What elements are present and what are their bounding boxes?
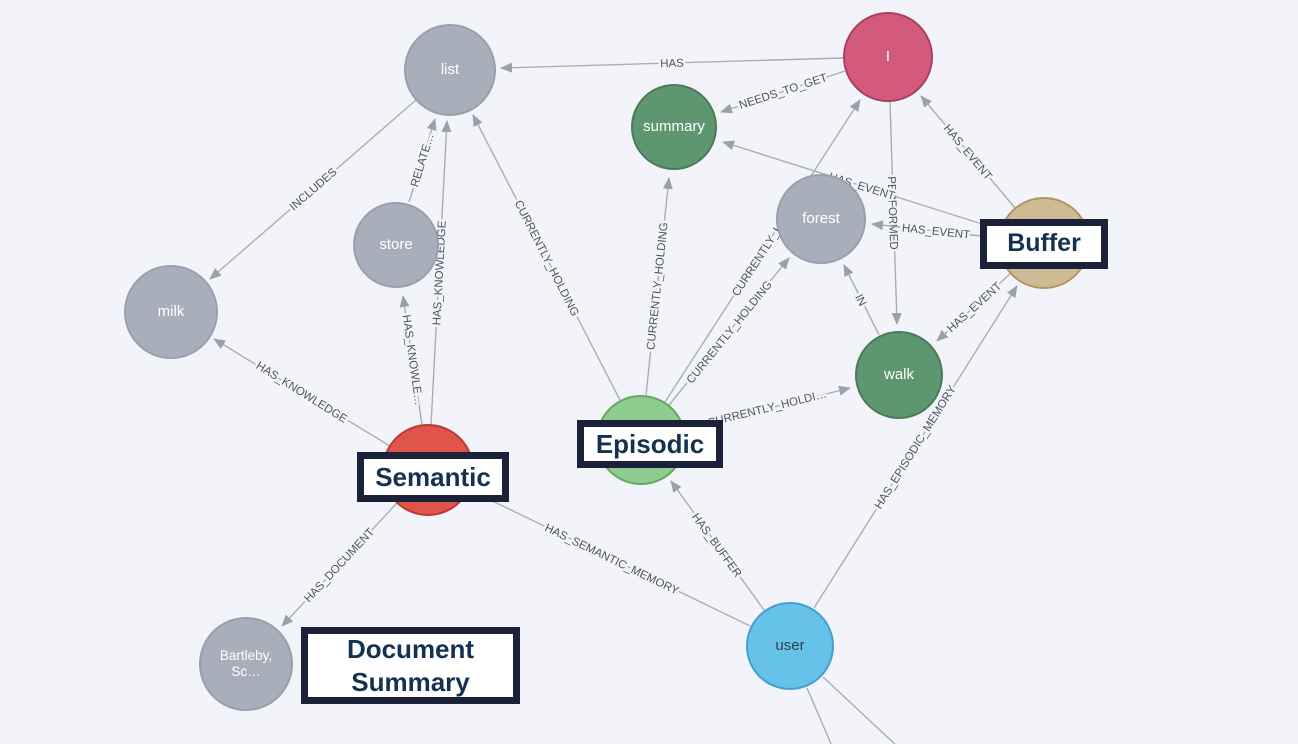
edge-line[interactable]	[670, 480, 765, 611]
edge-line[interactable]	[920, 95, 1016, 209]
annotation-buffer: Buffer	[980, 219, 1108, 269]
edge-label: INCLUDES	[288, 166, 340, 213]
edge-label: RELATE…	[409, 132, 437, 188]
edge-needs-to-get: NEEDS_TO_GET	[720, 70, 846, 114]
edge-line[interactable]	[281, 502, 398, 627]
edge-line[interactable]	[500, 57, 844, 73]
edge-line[interactable]	[473, 491, 751, 627]
node-walk[interactable]: walk	[855, 331, 943, 419]
edge-line[interactable]	[822, 676, 912, 744]
edge-line[interactable]	[664, 99, 861, 403]
node-label: summary	[643, 118, 705, 136]
edge-label: CURRENTLY_HOLDING	[512, 199, 581, 319]
annotation-semantic: Semantic	[357, 452, 509, 502]
edge-has-knowledge-list: HAS_KNOWLEDGE	[429, 120, 452, 426]
node-i[interactable]: I	[843, 12, 933, 102]
edge-relates: RELATE…	[407, 118, 439, 203]
edge-line[interactable]	[720, 70, 846, 114]
node-list[interactable]: list	[404, 24, 496, 116]
annotation-document-summary: Document Summary	[301, 627, 520, 704]
edge-line[interactable]	[472, 114, 621, 401]
node-label: walk	[883, 366, 914, 384]
edge-has-knowledge-milk: HAS_KNOWLEDGE	[213, 338, 391, 447]
node-document[interactable]: Bartleby, Sc…	[199, 617, 293, 711]
edge-currently-holding-list: CURRENTLY_HOLDING	[472, 114, 621, 401]
edge-label: IN	[852, 293, 868, 309]
annotation-episodic: Episodic	[577, 420, 723, 468]
node-label: list	[440, 61, 460, 79]
edge-has-document: HAS_DOCUMENT	[281, 502, 398, 627]
node-label: store	[379, 236, 413, 254]
edge-line[interactable]	[936, 272, 1012, 342]
edge-currently-holding-forest: CURRENTLY_HOLDING	[668, 257, 790, 406]
node-label: forest	[802, 210, 840, 228]
edge-line[interactable]	[209, 99, 417, 280]
node-label: I	[885, 48, 891, 66]
node-label: milk	[157, 303, 185, 321]
edge-line[interactable]	[399, 295, 423, 426]
edge-label: HAS_SEMANTIC_MEMORY	[543, 522, 681, 598]
node-label: user	[775, 637, 805, 655]
edge-line[interactable]	[813, 285, 1018, 609]
annotation-label: Semantic	[375, 461, 491, 492]
edge-label: HAS_EVENT	[941, 123, 994, 183]
edge-has-event-i: HAS_EVENT	[920, 95, 1016, 209]
edge-has: HAS	[500, 55, 844, 73]
edge-has-knowledge-store: HAS_KNOWLE…	[397, 295, 427, 426]
edge-line[interactable]	[213, 338, 391, 447]
edge-label: HAS_KNOWLE…	[400, 314, 425, 406]
edge-label: PERFORMED	[885, 176, 900, 250]
node-forest[interactable]: forest	[776, 174, 866, 264]
edge-label: HAS_EVENT	[945, 280, 1004, 335]
edge-label: HAS_DOCUMENT	[302, 526, 377, 605]
edge-in: IN	[843, 264, 880, 336]
node-summary[interactable]: summary	[631, 84, 717, 170]
edge-has-semantic-memory: HAS_SEMANTIC_MEMORY	[473, 491, 751, 627]
edge-performed: PERFORMED	[882, 101, 902, 325]
edge-line[interactable]	[668, 257, 790, 406]
edge-line[interactable]	[408, 118, 437, 203]
edge-user-offscreen-2	[822, 676, 912, 744]
node-label: Bartleby, Sc…	[219, 648, 273, 679]
edge-has-event-walk: HAS_EVENT	[936, 272, 1012, 342]
edge-label: HAS_BUFFER	[689, 511, 743, 580]
edge-label: HAS	[660, 58, 684, 71]
edge-label: HAS_KNOWLEDGE	[254, 360, 350, 426]
edge-label: NEEDS_TO_GET	[738, 72, 829, 112]
edge-line[interactable]	[722, 140, 1002, 231]
node-milk[interactable]: milk	[124, 265, 218, 359]
edge-line[interactable]	[843, 264, 880, 336]
node-user[interactable]: user	[746, 602, 834, 690]
edge-label: CURRENTLY_HOLDI…	[706, 388, 828, 429]
edge-currently-holding-summary: CURRENTLY_HOLDING	[643, 177, 673, 396]
edge-has-buffer: HAS_BUFFER	[670, 480, 765, 611]
edge-line[interactable]	[430, 120, 452, 426]
node-store[interactable]: store	[353, 202, 439, 288]
edge-line[interactable]	[871, 220, 1000, 239]
annotation-label: Document Summary	[346, 634, 475, 697]
edge-user-offscreen-1	[806, 687, 838, 744]
annotation-label: Buffer	[1007, 229, 1081, 258]
edge-label: HAS_EVENT	[901, 222, 970, 241]
edge-line[interactable]	[806, 687, 838, 744]
edge-line[interactable]	[645, 177, 673, 396]
edge-label: CURRENTLY_HOLDING	[645, 222, 670, 351]
annotation-label: Episodic	[595, 428, 705, 459]
edge-label: CURRENTLY_HOLDING	[685, 279, 775, 386]
edge-line[interactable]	[889, 101, 902, 325]
